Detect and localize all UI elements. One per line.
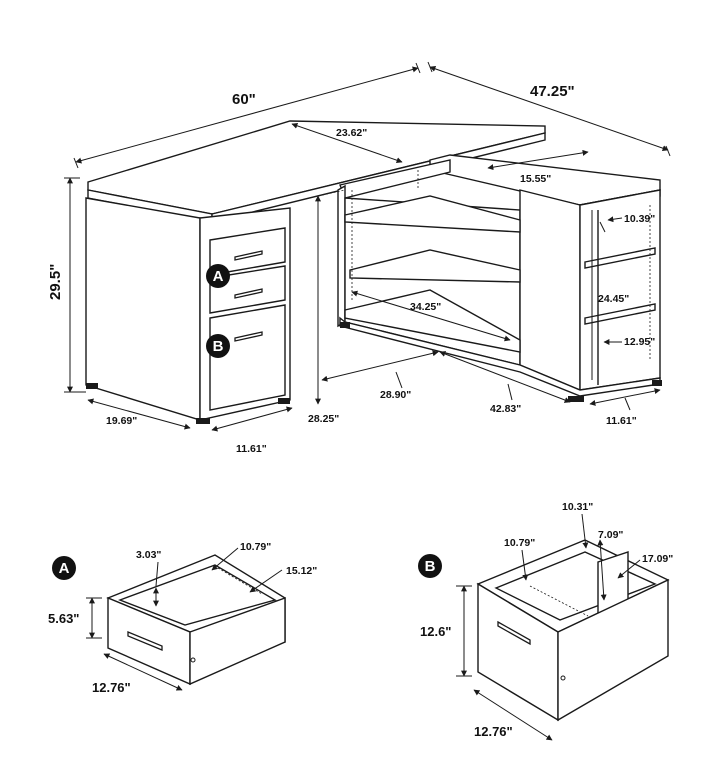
drawer-a-badge-letter: A [59,560,70,577]
label-shelf-height: 24.45" [598,293,629,305]
drawer-b-dim-inner-depth-top [581,513,589,549]
label-height: 29.5" [47,264,64,300]
shelf-middle [349,249,521,283]
drawer-b-hole [560,675,566,681]
drawer-a-handle [127,631,163,651]
drawer-a-inside [118,564,277,626]
drawer-b-label-width: 12.76" [474,724,513,739]
label-shelf-top: 10.39" [624,213,655,225]
dim-line-knee-width [321,350,439,382]
dim-leader [395,371,403,389]
drawer-a-side [189,597,286,686]
ext-line [529,585,589,617]
end-shelf-2 [584,303,656,325]
dim-tick [665,145,671,157]
drawer-a-badge: A [52,556,76,580]
label-ped-depth: 11.61" [236,443,267,455]
label-return-depth: 15.55" [520,173,551,185]
drawer-handle-2 [234,288,263,299]
end-shelf-1 [584,247,656,269]
dim-line-shelf-top-b [607,216,623,223]
pedestal-foot [196,418,210,424]
drawer-b-side [557,578,669,722]
drawer-b-dim-width [473,689,553,741]
pedestal-foot [86,383,98,389]
label-shelf-bottom: 12.95" [624,336,655,348]
label-return-length: 42.83" [490,403,521,415]
dim-line-return-length [439,351,571,403]
ext-line [317,189,346,197]
bookcase-foot [340,322,350,328]
drawer-b-dim-inner-width [521,549,529,581]
drawer-b-label-height: 12.6" [420,624,451,639]
drawer-a-dim-inner-depth [249,569,283,593]
dim-leader [507,383,513,401]
pedestal-drawer-1 [209,227,286,276]
badge-b-letter: B [213,338,224,355]
drawer-a-label-inner-height: 3.03" [136,549,161,561]
drawer-b-badge: B [418,554,442,578]
drawer-b-handle [497,620,531,646]
dim-line-shelf-width [351,290,511,342]
dim-leader [155,561,159,587]
drawer-handle-1 [234,250,263,261]
dim-line-return-end-depth [589,388,661,406]
dim-tick [73,157,79,169]
drawer-a-label-inner-width: 10.79" [240,541,271,553]
drawer-b-badge-letter: B [425,558,436,575]
dim-line-ped-depth [211,406,293,432]
badge-a-letter: A [213,268,224,285]
ext-line [217,567,263,595]
shelf-top [344,195,521,233]
pedestal-foot [278,398,290,404]
drawer-a-hole [190,657,196,663]
drawer-b-drawing: B [418,513,670,741]
label-depth-return: 47.25" [530,83,575,100]
dim-line-shelf-top-a [599,221,606,233]
bookcase-foot [652,380,662,386]
pedestal-side [85,197,201,421]
bookcase-left-panel [337,184,346,328]
drawer-b-label-inner-height: 7.09" [598,529,623,541]
label-top-mid: 23.62" [336,127,367,139]
drawer-a-label-height: 5.63" [48,611,79,626]
drawer-a-dim-width [103,653,183,691]
label-width: 60" [232,91,256,108]
drawer-b-label-inner-width: 10.79" [504,537,535,549]
dim-tick [415,62,421,74]
dim-line-depth [429,65,669,152]
label-knee-width: 28.90" [380,389,411,401]
drawer-b-label-inner-depth: 17.09" [642,553,673,565]
drawer-a-label-inner-depth: 15.12" [286,565,317,577]
label-shelf-width: 34.25" [410,301,441,313]
label-knee-height: 28.25" [308,413,339,425]
bookcase-divider-panel [519,189,581,392]
main-dimensions [64,61,671,432]
label-ped-width: 19.69" [106,415,137,427]
drawer-handle-3 [234,331,263,342]
drawer-b-label-inner-depth-top: 10.31" [562,501,593,513]
dim-line-ped-width [87,398,191,430]
drawer-a-dim-inner-width [211,547,239,571]
drawer-a-label-width: 12.76" [92,680,131,695]
badge-b: B [206,334,230,358]
dim-leader [624,397,631,411]
dim-line-width [75,66,419,164]
badge-a: A [206,264,230,288]
pedestal-drawer-3 [209,304,286,411]
drawer-b-dim-inner-height [597,539,607,601]
bookcase-foot [568,396,584,402]
main-desk-drawing [85,120,662,424]
dim-tick [427,61,433,73]
drawer-a-drawing: A [52,547,286,691]
dim-line-return-depth [487,149,589,171]
label-return-end-depth: 11.61" [606,415,637,427]
drawer-b-dim-inner-depth [617,559,641,579]
dim-line-top-mid [291,122,403,164]
